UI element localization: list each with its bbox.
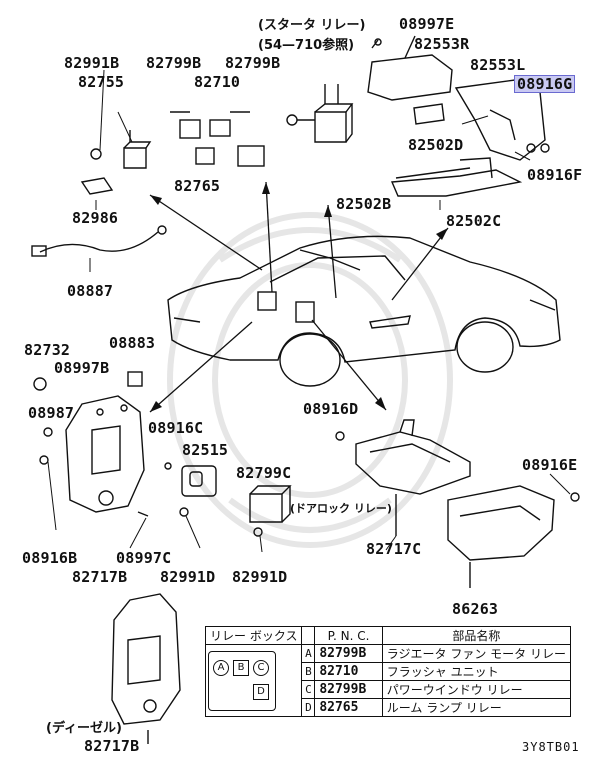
part-82799B-right[interactable]: 82799B (225, 54, 281, 72)
part-08916F[interactable]: 08916F (527, 166, 583, 184)
legend-row: D 82765 ルーム ランプ リレー (206, 698, 572, 717)
part-82765[interactable]: 82765 (174, 177, 221, 195)
harness-08887 (31, 225, 167, 257)
part-08916D[interactable]: 08916D (303, 400, 359, 418)
part-08916B[interactable]: 08916B (22, 549, 78, 567)
part-82755[interactable]: 82755 (78, 73, 125, 91)
legend-header-relay-box: リレー ボックス (204, 626, 303, 645)
watermark-emblem (167, 212, 453, 548)
starter-relay (286, 84, 354, 143)
legend-header-row: リレー ボックス P. N. C. 部品名称 (204, 626, 572, 645)
legend-pnc[interactable]: 82710 (314, 662, 383, 681)
legend-pnc[interactable]: 82765 (314, 698, 383, 717)
relay-box-in-car (257, 291, 411, 329)
part-82502C[interactable]: 82502C (446, 212, 502, 230)
part-82799B-left[interactable]: 82799B (146, 54, 202, 72)
part-82502D[interactable]: 82502D (408, 136, 464, 154)
box-slot-D: D (253, 683, 269, 700)
part-82799C[interactable]: 82799C (236, 464, 292, 482)
part-82717C[interactable]: 82717C (366, 540, 422, 558)
leader-lines (47, 69, 571, 553)
diesel-note: (ディーゼル) (46, 721, 122, 736)
box-slot-C: C (253, 659, 269, 676)
part-82553R[interactable]: 82553R (414, 35, 470, 53)
legend-header-pnc: P. N. C. (314, 626, 383, 645)
part-08997E[interactable]: 08997E (399, 15, 455, 33)
part-82717B[interactable]: 82717B (72, 568, 128, 586)
box-slot-B: B (233, 659, 249, 676)
legend-part-name: フラッシャ ユニット (381, 662, 572, 681)
part-82553L[interactable]: 82553L (470, 56, 526, 74)
relay-box-legend-table: リレー ボックス P. N. C. 部品名称 A B C D A 82799B … (204, 626, 572, 717)
starter-relay-note-line1: (スタータ リレー) (258, 18, 366, 33)
legend-pnc[interactable]: 82799B (314, 644, 383, 663)
part-82732[interactable]: 82732 (24, 341, 71, 359)
bracket-82502D (413, 103, 445, 125)
pointer-arrows (149, 181, 449, 413)
legend-header-blank (301, 626, 316, 645)
bracket-82717B-diesel (111, 593, 181, 744)
box-slot-A: A (213, 659, 229, 676)
starter-relay-note-line2: (54—710参照) (258, 38, 355, 53)
figure-code: 3Y8TB01 (522, 740, 580, 754)
door-lock-relay-note: (ドアロック リレー) (290, 502, 392, 515)
legend-part-name: ルーム ランプ リレー (381, 698, 572, 717)
legend-part-name: ラジエータ ファン モータ リレー (381, 644, 572, 663)
part-82991D-left[interactable]: 82991D (160, 568, 216, 586)
relay-82755 (123, 130, 152, 169)
part-08916G-highlighted[interactable]: 08916G (514, 75, 576, 93)
part-82991D-right[interactable]: 82991D (232, 568, 288, 586)
bracket-82502B-C (390, 157, 523, 197)
bracket-82717B (65, 395, 145, 513)
module-82515 (181, 465, 217, 497)
part-08887[interactable]: 08887 (67, 282, 114, 300)
door-lock-relay-82799C (249, 485, 292, 523)
legend-header-name: 部品名称 (381, 626, 572, 645)
legend-slot: A (301, 644, 316, 663)
legend-slot: D (301, 698, 316, 717)
part-08987[interactable]: 08987 (28, 404, 75, 422)
part-82515[interactable]: 82515 (182, 441, 229, 459)
car-body (167, 235, 561, 387)
part-08997C[interactable]: 08997C (116, 549, 172, 567)
legend-part-name: パワーウインドウ リレー (381, 680, 572, 699)
legend-row: C 82799B パワーウインドウ リレー (206, 680, 572, 699)
legend-slot: B (301, 662, 316, 681)
legend-pnc[interactable]: 82799B (314, 680, 383, 699)
legend-slot: C (301, 680, 316, 699)
part-82991B[interactable]: 82991B (64, 54, 120, 72)
tray-86263 (447, 485, 555, 588)
relay-box-illustration: A B C D (204, 644, 303, 717)
relay-82799B-82710 (170, 111, 265, 167)
legend-row: A B C D A 82799B ラジエータ ファン モータ リレー (204, 644, 572, 717)
part-08916E[interactable]: 08916E (522, 456, 578, 474)
part-82986[interactable]: 82986 (72, 209, 119, 227)
part-08883[interactable]: 08883 (109, 334, 156, 352)
connector-82986 (80, 177, 114, 195)
part-08916C[interactable]: 08916C (148, 419, 204, 437)
part-82710[interactable]: 82710 (194, 73, 241, 91)
part-82717B-diesel[interactable]: 82717B (84, 737, 140, 755)
part-82502B[interactable]: 82502B (336, 195, 392, 213)
bracket-82717C (355, 419, 471, 536)
part-08997B[interactable]: 08997B (54, 359, 110, 377)
part-86263[interactable]: 86263 (452, 600, 499, 618)
